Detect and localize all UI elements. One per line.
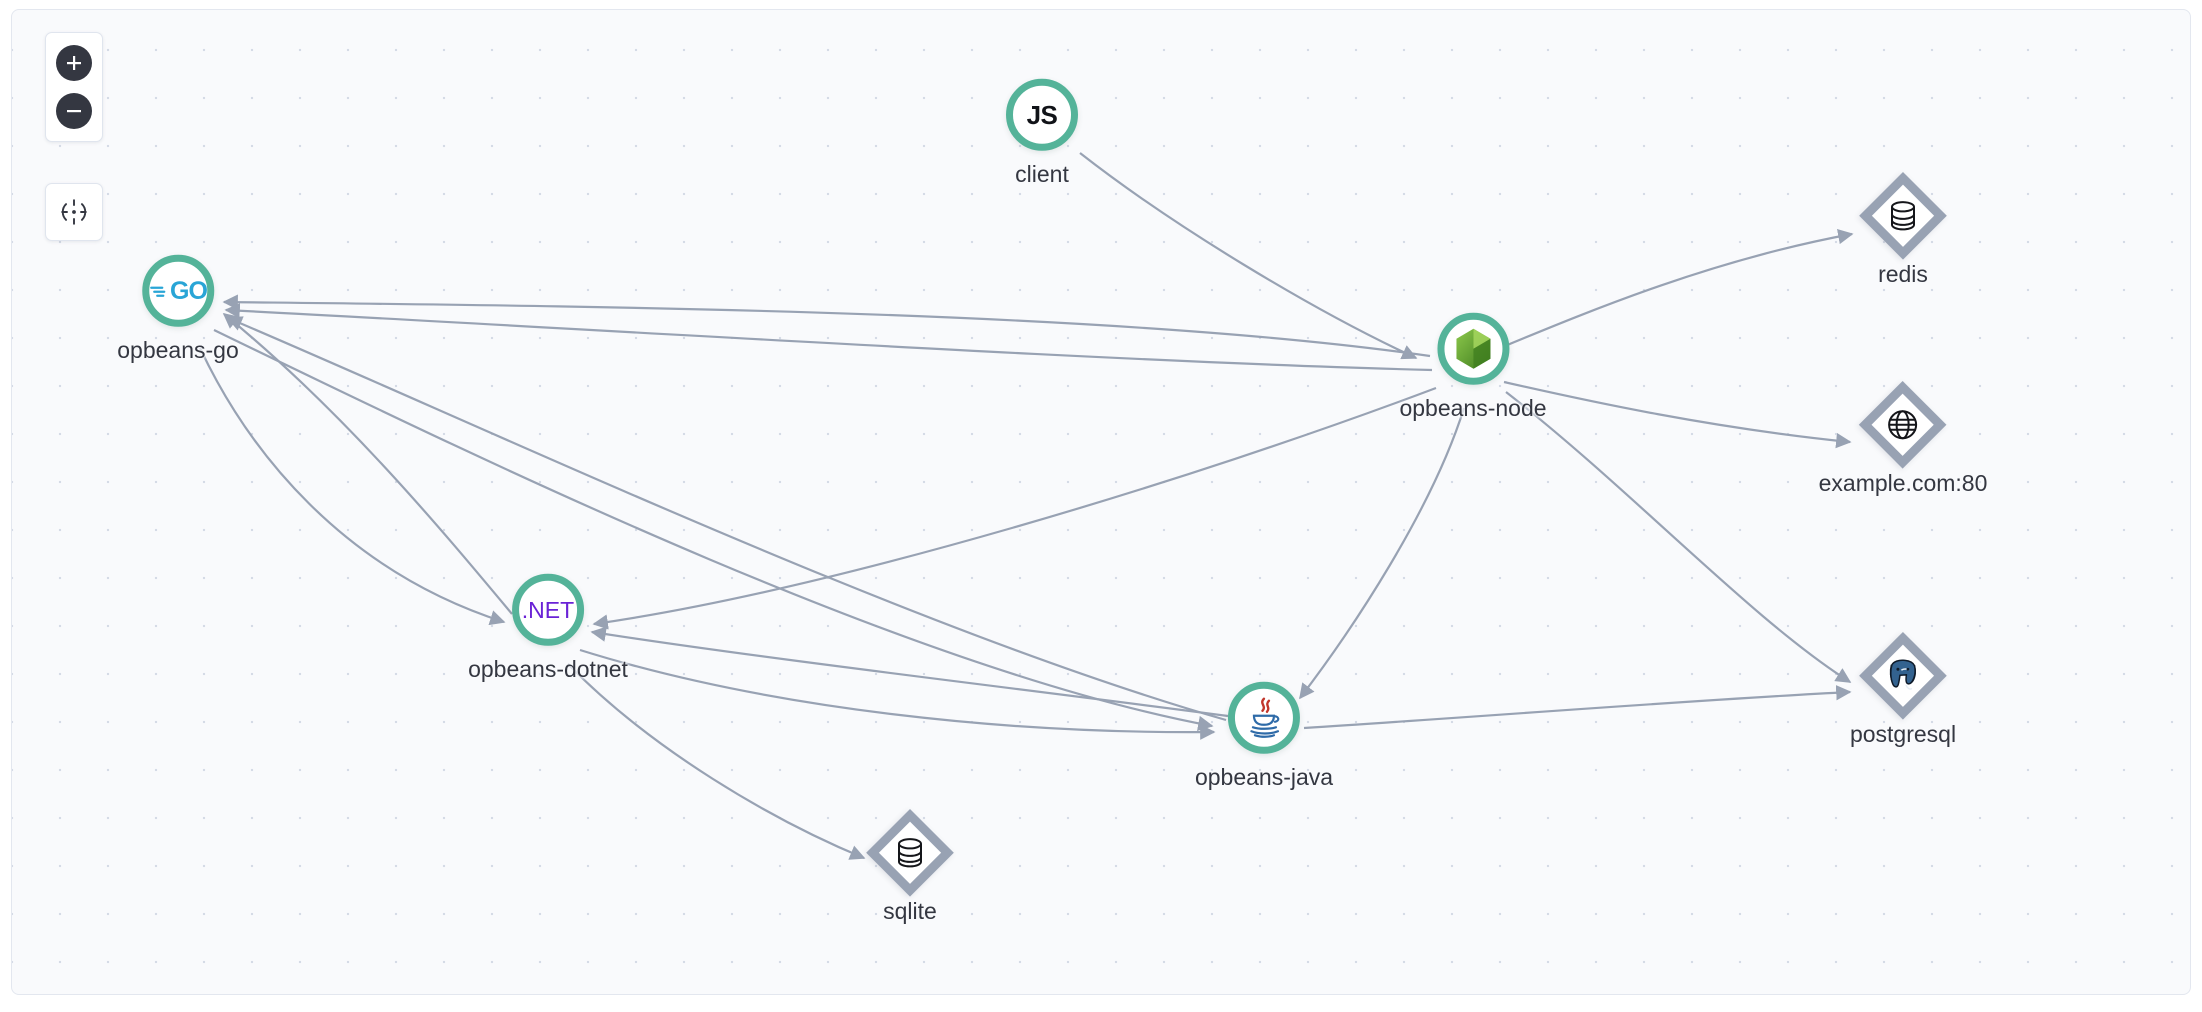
nodejs-icon <box>1455 328 1490 369</box>
edge-opbeans-node-to-redis[interactable] <box>1499 228 1854 350</box>
edge-opbeans-node-to-opbeans-go[interactable] <box>222 294 1431 358</box>
dotnet-icon: .NET <box>521 596 575 623</box>
node-opbeans-dotnet[interactable]: .NET opbeans-dotnet <box>468 573 628 682</box>
edge-opbeans-java-to-opbeans-dotnet[interactable] <box>590 626 1229 718</box>
resource-icon-wrap <box>1887 409 1919 441</box>
service-map-edges-layer <box>199 152 1854 860</box>
globe-icon <box>1888 410 1918 440</box>
node-opbeans-java[interactable]: opbeans-java <box>1194 681 1334 790</box>
resource-icon-wrap <box>1885 659 1921 693</box>
resource-icon-wrap <box>1888 200 1918 232</box>
node-sqlite[interactable]: sqlite <box>866 808 954 924</box>
edge-opbeans-node-to-opbeans-go[interactable] <box>224 303 1433 372</box>
edge-opbeans-go-to-opbeans-java[interactable] <box>213 329 1214 732</box>
node-opbeans-node[interactable]: opbeans-node <box>1399 312 1547 421</box>
node-label: opbeans-go <box>117 336 239 363</box>
node-redis[interactable]: redis <box>1859 171 1947 287</box>
node-label: opbeans-dotnet <box>468 655 628 682</box>
database-icon <box>898 838 922 868</box>
edge-opbeans-node-to-postgresql[interactable] <box>1505 391 1852 683</box>
go-icon: GO <box>149 276 208 305</box>
node-label: redis <box>1878 260 1928 287</box>
edge-opbeans-node-to-opbeans-dotnet[interactable] <box>592 386 1437 630</box>
node-label: opbeans-node <box>1399 394 1547 421</box>
resource-node-shape[interactable] <box>866 808 954 897</box>
minus-icon <box>67 110 81 113</box>
js-icon: JS <box>1026 99 1058 130</box>
postgresql-icon <box>1889 659 1917 690</box>
zoom-out-button[interactable] <box>56 93 92 129</box>
node-example.com:80[interactable]: example.com:80 <box>1818 380 1988 496</box>
node-label: example.com:80 <box>1818 469 1988 496</box>
resource-icon-wrap <box>895 837 925 869</box>
node-label: client <box>1015 160 1069 187</box>
crosshair-icon <box>61 199 87 225</box>
service-node-shape[interactable]: JS <box>1006 78 1078 151</box>
zoom-in-button[interactable] <box>56 45 92 81</box>
edge-opbeans-dotnet-to-sqlite[interactable] <box>567 663 866 860</box>
edge-opbeans-dotnet-to-opbeans-go[interactable] <box>222 313 513 615</box>
edge-opbeans-java-to-opbeans-go[interactable] <box>226 316 1227 722</box>
edge-opbeans-java-to-postgresql[interactable] <box>1303 685 1852 730</box>
center-map-panel <box>45 183 103 241</box>
center-map-button[interactable] <box>54 192 94 232</box>
resource-node-shape[interactable] <box>1859 380 1947 469</box>
node-label: postgresql <box>1849 720 1957 747</box>
service-node-shape[interactable] <box>1436 312 1509 385</box>
edge-opbeans-dotnet-to-opbeans-java[interactable] <box>579 648 1216 740</box>
node-opbeans-go[interactable]: GO opbeans-go <box>117 254 239 363</box>
zoom-controls-panel <box>45 32 103 142</box>
edge-opbeans-go-to-opbeans-dotnet[interactable] <box>199 347 506 626</box>
node-client[interactable]: JS client <box>1006 78 1078 187</box>
node-label: opbeans-java <box>1194 763 1334 790</box>
edge-client-to-opbeans-node[interactable] <box>1079 152 1418 360</box>
resource-node-shape[interactable] <box>1859 171 1947 260</box>
node-postgresql[interactable]: postgresql <box>1849 631 1957 747</box>
plus-icon <box>67 56 81 70</box>
java-icon <box>1250 697 1280 738</box>
resource-node-shape[interactable] <box>1859 631 1947 720</box>
service-node-shape[interactable]: GO <box>142 254 214 327</box>
node-label: sqlite <box>883 897 937 924</box>
service-node-shape[interactable] <box>1227 681 1300 754</box>
database-icon <box>1891 201 1915 231</box>
service-node-shape[interactable]: .NET <box>511 573 584 646</box>
edge-opbeans-node-to-example.com:80[interactable] <box>1503 380 1852 449</box>
edge-opbeans-node-to-opbeans-java[interactable] <box>1299 407 1466 700</box>
